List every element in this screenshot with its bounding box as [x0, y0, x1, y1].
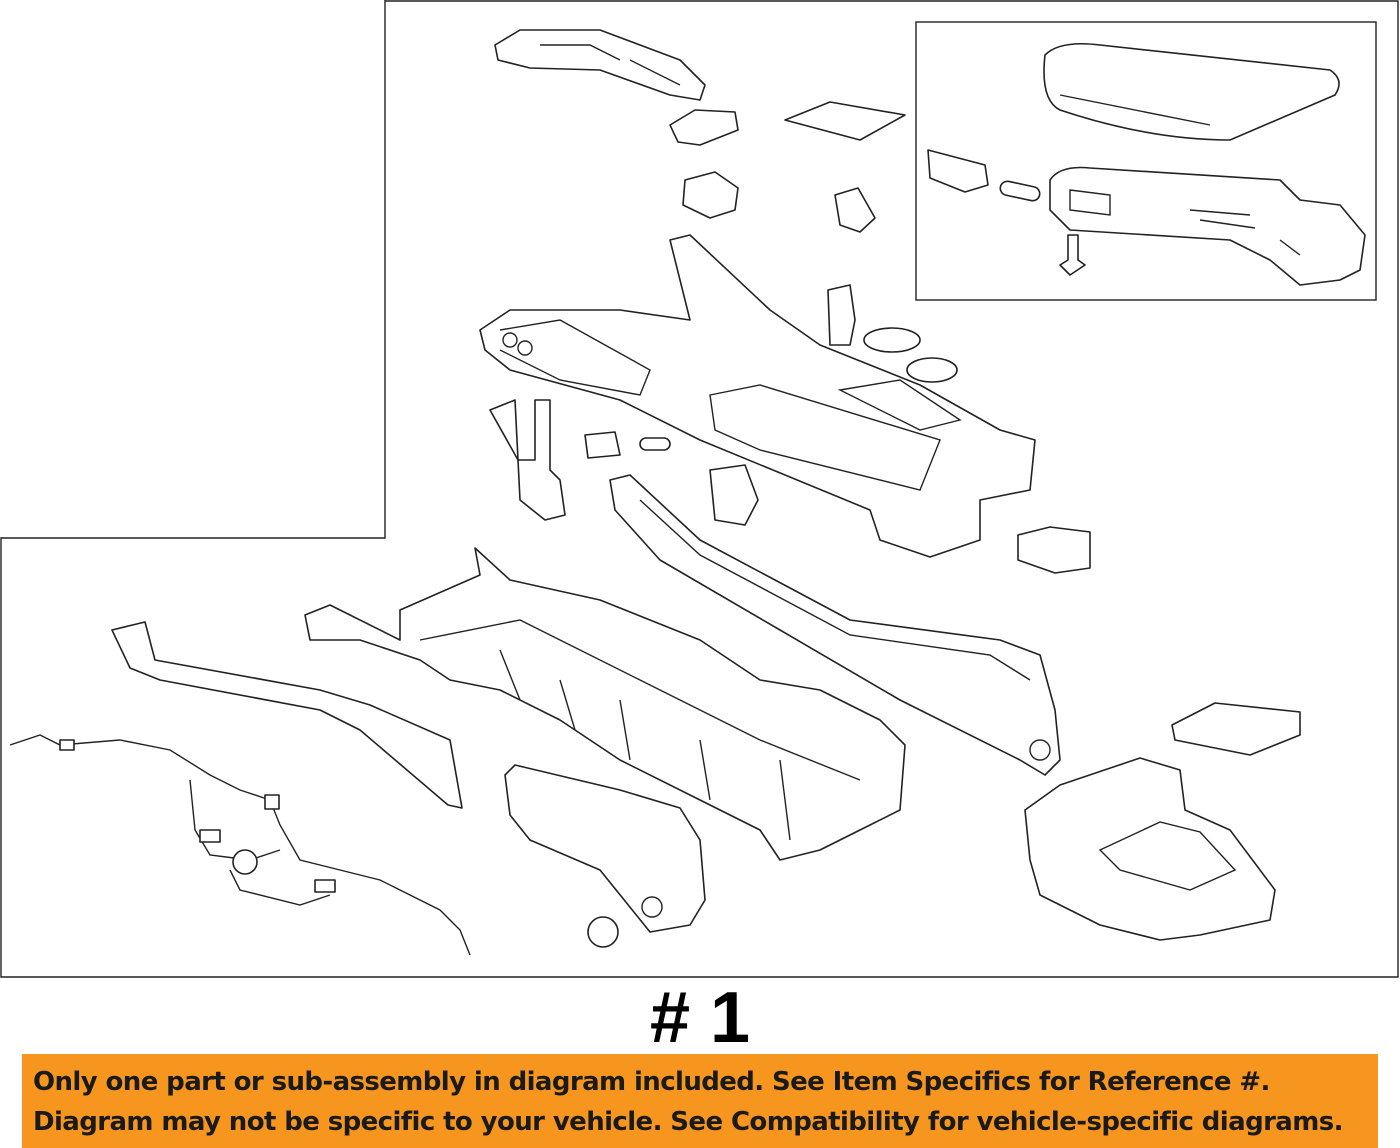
armrest-assembly	[927, 42, 1366, 286]
console-frame-bracket	[304, 547, 906, 861]
console-side-panel	[609, 474, 1301, 776]
notice-line-1: Only one part or sub-assembly in diagram…	[33, 1067, 1270, 1097]
wiring-harness	[9, 734, 471, 956]
armrest-inset-box	[915, 21, 1377, 301]
diagram-frame	[0, 0, 1399, 978]
reference-number: # 1	[649, 978, 751, 1058]
shifter-trim-parts	[494, 29, 958, 383]
parts-diagram	[0, 0, 1399, 978]
notice-line-2: Diagram may not be specific to your vehi…	[33, 1107, 1343, 1137]
console-trim-panels	[111, 621, 1276, 948]
small-brackets	[489, 399, 1091, 574]
notice-banner: Only one part or sub-assembly in diagram…	[22, 1054, 1378, 1148]
console-upper	[479, 234, 1036, 558]
